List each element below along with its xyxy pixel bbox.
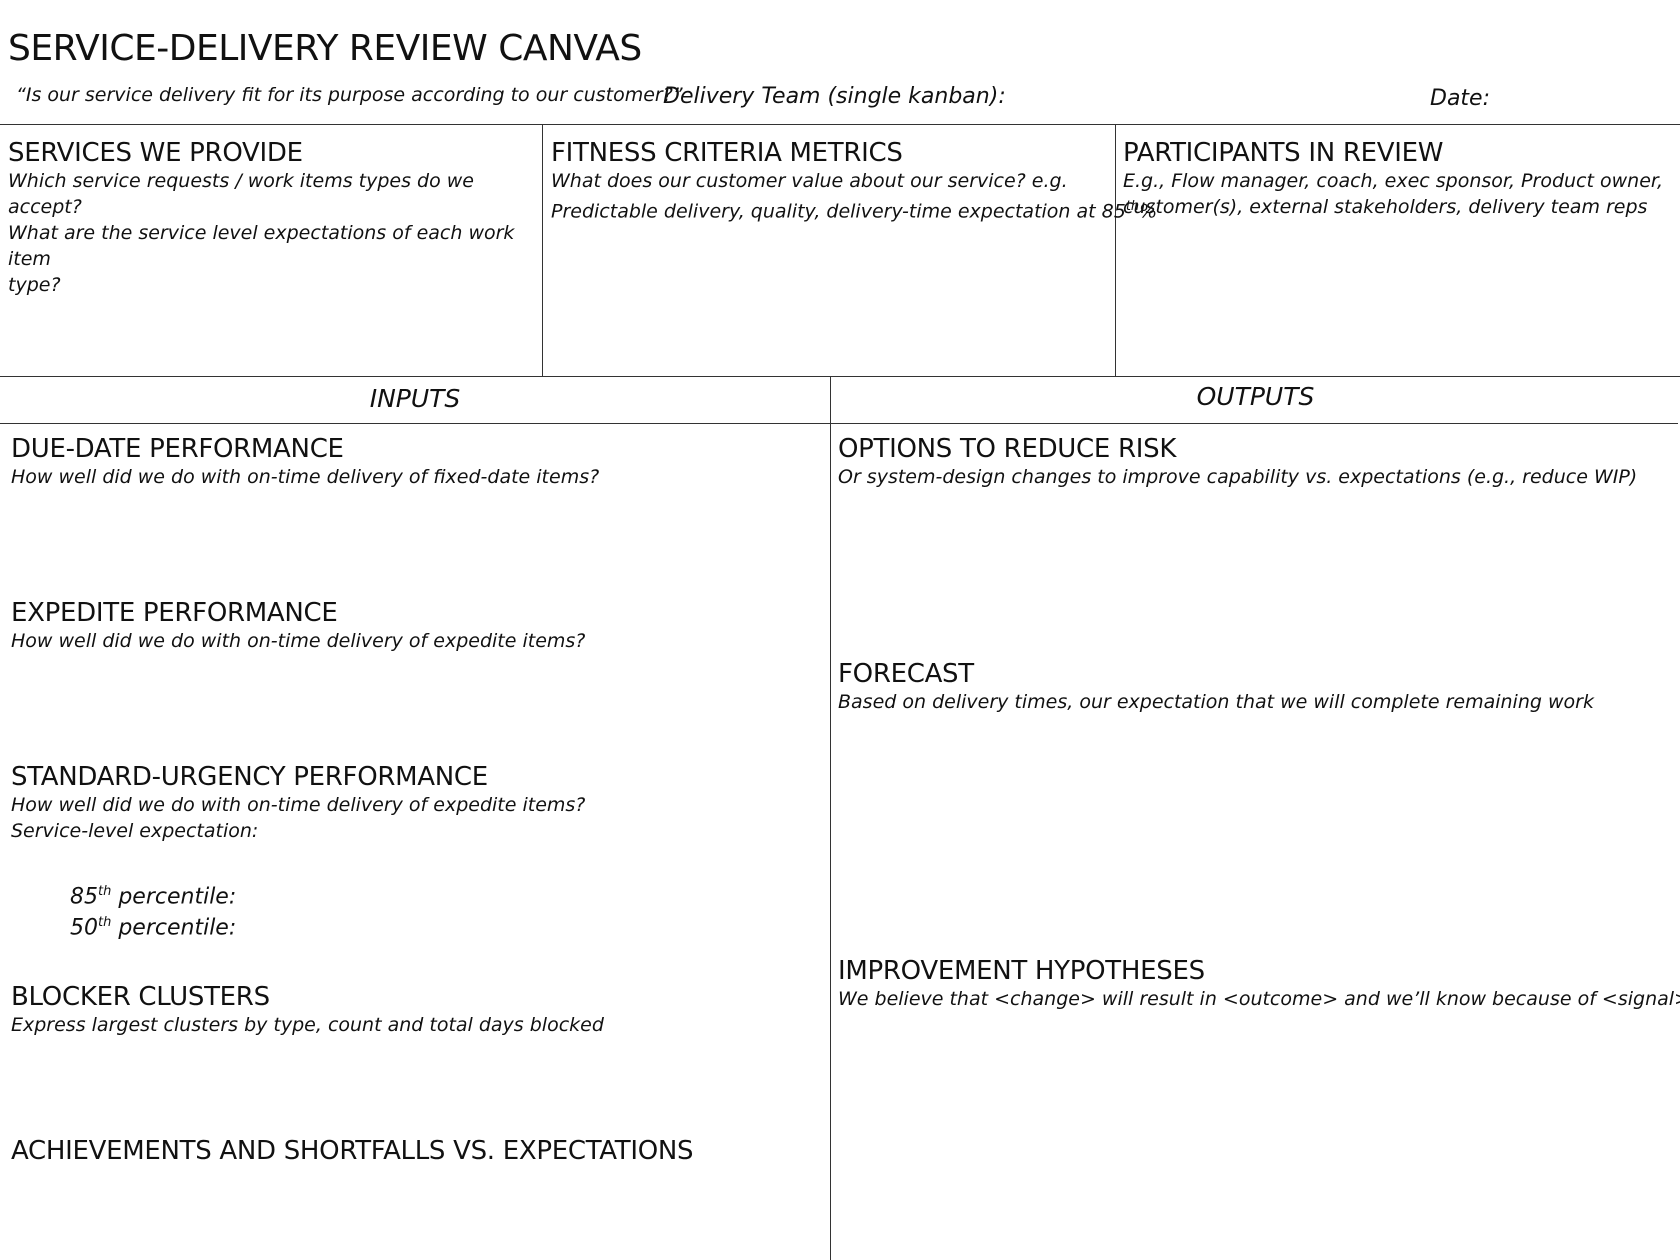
improvement-heading: IMPROVEMENT HYPOTHESES [838, 956, 1205, 986]
expedite-desc: How well did we do with on-time delivery… [11, 630, 586, 652]
options-heading: OPTIONS TO REDUCE RISK [838, 434, 1177, 464]
fitness-desc-2: Predictable delivery, quality, delivery-… [551, 194, 1157, 224]
percentile-85-sup: th [98, 884, 112, 899]
services-desc-1: Which service requests / work items type… [8, 170, 474, 218]
expedite-heading: EXPEDITE PERFORMANCE [11, 598, 338, 628]
services-desc-3: type? [8, 274, 61, 296]
fitness-desc-2-post: % [1139, 200, 1158, 223]
services-heading: SERVICES WE PROVIDE [8, 138, 303, 168]
participants-box: PARTICIPANTS IN REVIEW E.g., Flow manage… [1123, 138, 1675, 220]
service-level-expectation-label: Service-level expectation: [11, 820, 259, 842]
services-box: SERVICES WE PROVIDE Which service reques… [8, 138, 538, 298]
top-boxes-bottom-divider [0, 376, 1680, 377]
services-desc-2: What are the service level expectations … [8, 222, 515, 270]
percentile-85-text: percentile: [111, 884, 237, 910]
delivery-team-label: Delivery Team (single kanban): [663, 84, 1006, 109]
percentile-85-num: 85 [70, 884, 98, 910]
forecast-section: FORECAST Based on delivery times, our ex… [838, 659, 1676, 715]
fitness-box: FITNESS CRITERIA METRICS What does our c… [551, 138, 1157, 224]
blocker-clusters-desc: Express largest clusters by type, count … [11, 1014, 604, 1036]
inputs-label: INPUTS [369, 384, 461, 413]
date-label: Date: [1430, 86, 1490, 111]
forecast-desc: Based on delivery times, our expectation… [838, 691, 1594, 713]
header-divider [0, 124, 1680, 125]
percentile-50-num: 50 [70, 915, 98, 941]
standard-urgency-desc: How well did we do with on-time delivery… [11, 794, 586, 816]
page-title: SERVICE-DELIVERY REVIEW CANVAS [8, 28, 642, 69]
top-divider-2 [1115, 124, 1116, 376]
fitness-desc-2-text: Predictable delivery, quality, delivery-… [551, 200, 1126, 223]
fitness-heading: FITNESS CRITERIA METRICS [551, 138, 903, 168]
inputs-outputs-divider [830, 376, 831, 1260]
achievements-heading: ACHIEVEMENTS AND SHORTFALLS VS. EXPECTAT… [11, 1136, 694, 1166]
section-label-divider [0, 423, 1678, 424]
blocker-clusters-section: BLOCKER CLUSTERS Express largest cluster… [11, 982, 821, 1038]
outputs-label: OUTPUTS [1196, 382, 1315, 411]
fitness-desc-2-sup: th [1125, 199, 1140, 214]
top-divider-1 [542, 124, 543, 376]
participants-desc-2: customer(s), external stakeholders, deli… [1123, 196, 1648, 218]
participants-heading: PARTICIPANTS IN REVIEW [1123, 138, 1444, 168]
due-date-desc: How well did we do with on-time delivery… [11, 466, 600, 488]
standard-urgency-section: STANDARD-URGENCY PERFORMANCE How well di… [11, 762, 821, 844]
due-date-section: DUE-DATE PERFORMANCE How well did we do … [11, 434, 821, 490]
participants-desc-1: E.g., Flow manager, coach, exec sponsor,… [1123, 170, 1663, 192]
percentile-50-sup: th [98, 915, 112, 930]
standard-urgency-heading: STANDARD-URGENCY PERFORMANCE [11, 762, 488, 792]
blocker-clusters-heading: BLOCKER CLUSTERS [11, 982, 270, 1012]
options-desc: Or system-design changes to improve capa… [838, 466, 1638, 488]
improvement-section: IMPROVEMENT HYPOTHESES We believe that <… [838, 956, 1680, 1012]
fitness-desc-1: What does our customer value about our s… [551, 170, 1068, 192]
options-section: OPTIONS TO REDUCE RISK Or system-design … [838, 434, 1676, 490]
expedite-section: EXPEDITE PERFORMANCE How well did we do … [11, 598, 821, 654]
review-question: “Is our service delivery fit for its pur… [16, 84, 683, 106]
improvement-desc: We believe that <change> will result in … [838, 988, 1680, 1010]
forecast-heading: FORECAST [838, 659, 974, 689]
due-date-heading: DUE-DATE PERFORMANCE [11, 434, 344, 464]
percentile-85: 85th percentile: [70, 884, 236, 909]
percentile-50-text: percentile: [111, 915, 237, 941]
percentile-50: 50th percentile: [70, 915, 236, 940]
achievements-section: ACHIEVEMENTS AND SHORTFALLS VS. EXPECTAT… [11, 1136, 826, 1166]
